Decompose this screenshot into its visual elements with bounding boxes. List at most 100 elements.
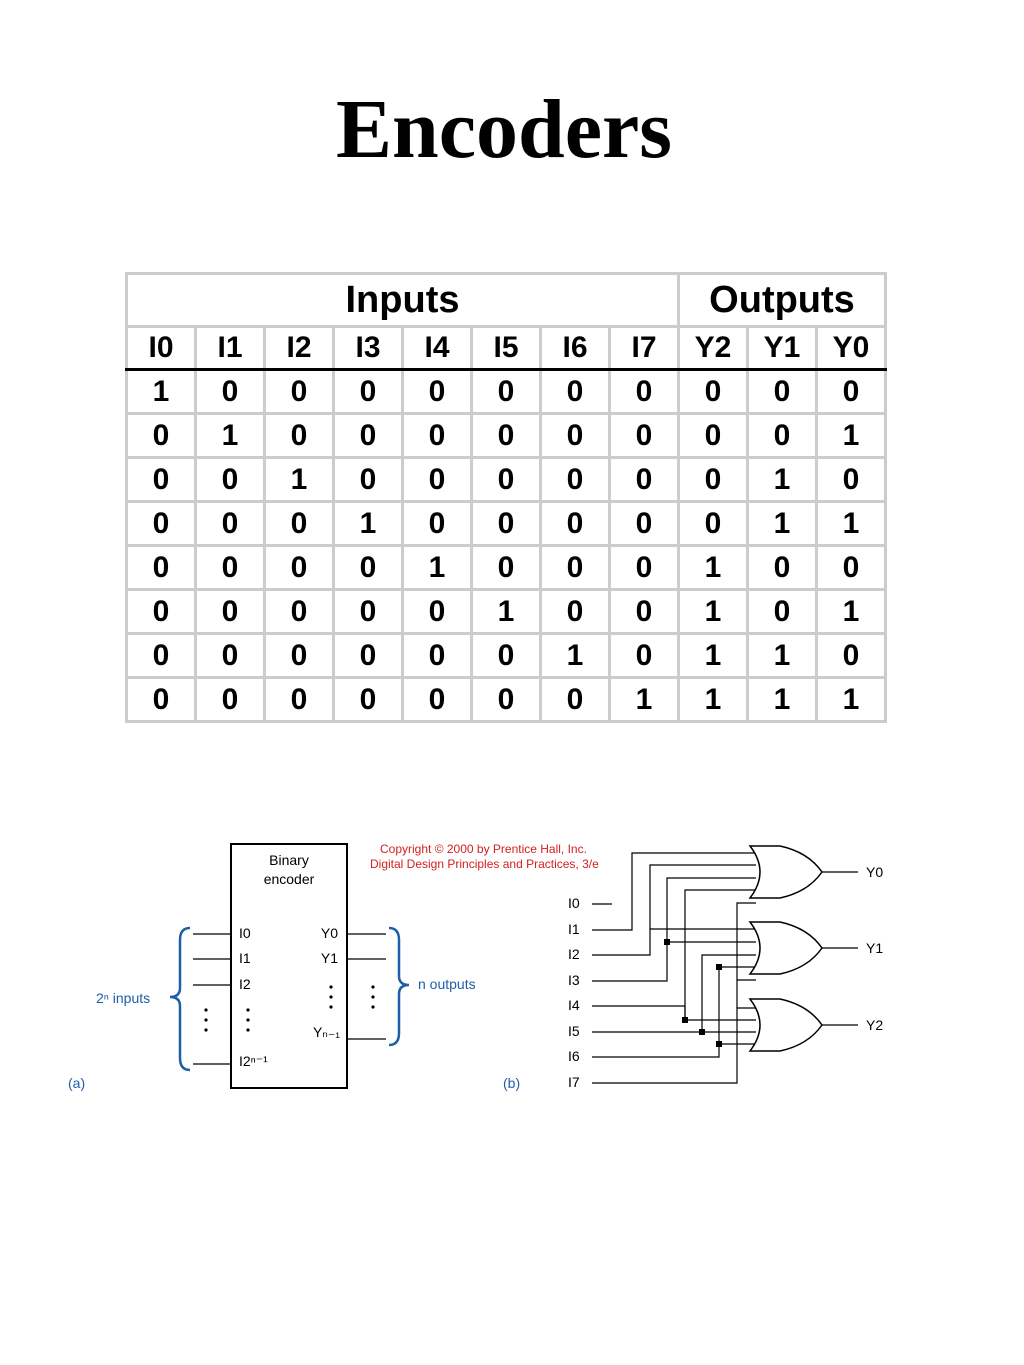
table-cell: 0 [677,412,749,459]
table-cell: 0 [470,500,542,547]
table-cell: 0 [470,632,542,679]
gate-output-label: Y2 [866,1017,883,1033]
table-cell: 1 [608,676,680,723]
pin-out-label: Y0 [321,925,338,941]
table-cell: 0 [125,456,197,503]
table-cell: 1 [746,500,818,547]
figure-b-label: (b) [503,1075,520,1091]
table-cell: 0 [401,676,473,723]
table-cell: 0 [263,588,335,635]
column-header: I2 [263,325,335,371]
table-cell: 0 [263,500,335,547]
column-header: Y0 [815,325,887,371]
table-cell: 1 [332,500,404,547]
table-cell: 0 [332,544,404,591]
table-cell: 0 [125,588,197,635]
table-cell: 0 [263,632,335,679]
table-cell: 1 [815,588,887,635]
table-cell: 0 [470,456,542,503]
gate-input-label: I0 [568,895,580,911]
table-cell: 0 [539,368,611,415]
table-cell: 0 [608,368,680,415]
circuit-wires [592,852,858,1084]
table-cell: 1 [401,544,473,591]
table-cell: 0 [194,368,266,415]
table-cell: 0 [470,544,542,591]
truth-table: Inputs Outputs I0 I1 I2 I3 I4 I5 I6 I7 Y… [125,272,887,723]
table-cell: 0 [608,500,680,547]
table-cell: 0 [746,368,818,415]
gate-input-label: I7 [568,1074,580,1090]
table-cell: 0 [401,500,473,547]
table-cell: 0 [194,500,266,547]
column-header: I4 [401,325,473,371]
table-cell: 1 [815,412,887,459]
table-cell: 0 [263,412,335,459]
table-cell: 0 [194,456,266,503]
table-cell: 1 [746,456,818,503]
table-cell: 1 [539,632,611,679]
table-cell: 1 [746,676,818,723]
table-cell: 0 [608,544,680,591]
left-brace-icon [169,926,191,1072]
pin-out-label: Yₙ₋₁ [313,1024,340,1040]
table-cell: 0 [677,500,749,547]
ellipsis-dots-icon [204,985,375,1032]
table-cell: 0 [608,456,680,503]
table-cell: 0 [470,676,542,723]
column-header: Y1 [746,325,818,371]
junction-dots-icon [664,939,722,1047]
table-cell: 0 [125,676,197,723]
gate-input-label: I2 [568,946,580,962]
table-cell: 1 [677,676,749,723]
box-title-line1: Binary [269,852,309,868]
table-cell: 0 [539,588,611,635]
table-cell: 0 [401,632,473,679]
table-cell: 0 [608,588,680,635]
table-cell: 0 [194,676,266,723]
table-cell: 0 [125,544,197,591]
table-cell: 0 [815,456,887,503]
table-cell: 0 [677,456,749,503]
table-cell: 0 [332,368,404,415]
column-header: I3 [332,325,404,371]
table-cell: 1 [194,412,266,459]
table-cell: 1 [263,456,335,503]
gate-output-label: Y1 [866,940,883,956]
figure-a-label: (a) [68,1075,85,1091]
table-cell: 0 [194,544,266,591]
page-title: Encoders [336,83,672,176]
table-cell: 1 [815,500,887,547]
table-cell: 0 [539,500,611,547]
or-gate-y2-icon [748,998,823,1052]
table-cell: 0 [263,368,335,415]
table-cell: 0 [263,676,335,723]
table-cell: 0 [539,456,611,503]
encoder-box [230,843,348,1089]
column-header: I1 [194,325,266,371]
table-cell: 1 [815,676,887,723]
column-header: Y2 [677,325,749,371]
table-cell: 0 [332,632,404,679]
column-header: I6 [539,325,611,371]
gate-input-label: I5 [568,1023,580,1039]
table-cell: 1 [746,632,818,679]
table-cell: 1 [677,588,749,635]
or-gate-y1-icon [748,921,823,975]
box-title-line2: encoder [264,871,315,887]
inputs-label: 2ⁿ inputs [96,990,150,1006]
table-cell: 0 [125,412,197,459]
right-brace-icon [388,926,410,1047]
table-cell: 0 [401,588,473,635]
table-cell: 0 [746,588,818,635]
block-diagram-a: Binary encoder I0 I1 I2 I2ⁿ⁻¹ Y0 Y1 Yₙ₋₁… [68,843,476,1091]
table-cell: 1 [677,544,749,591]
